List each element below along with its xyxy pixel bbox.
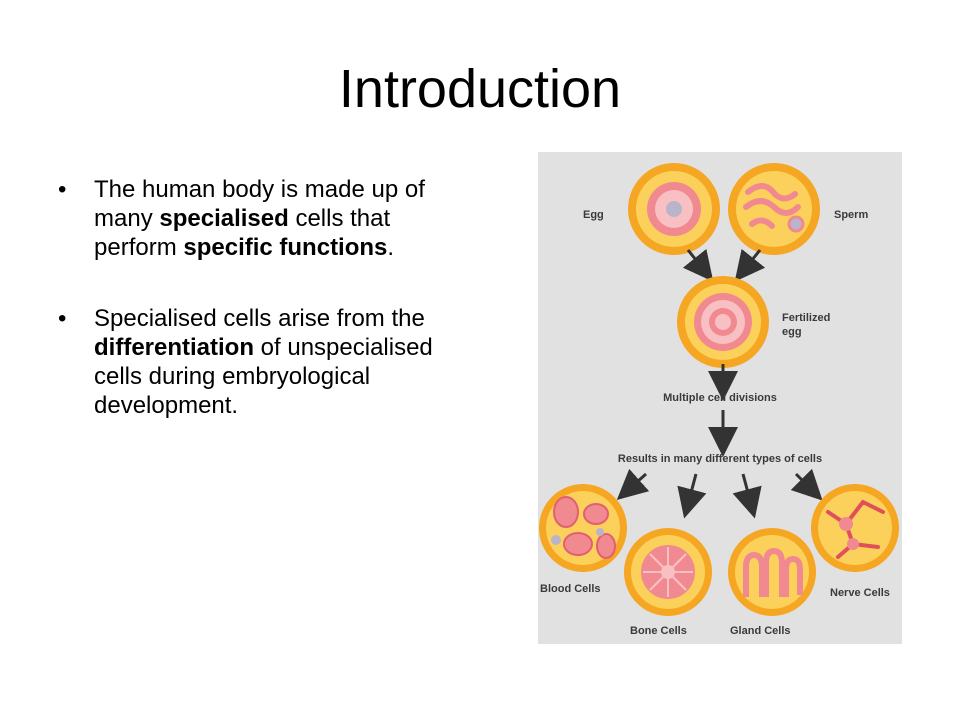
divisions-label: Multiple cell divisions	[663, 392, 777, 404]
bullet-text-bold: specialised	[159, 205, 289, 232]
blood-cells-label: Blood Cells	[540, 583, 601, 595]
gland-cells-icon	[728, 528, 816, 616]
bullet-text-segment: .	[387, 234, 395, 261]
arrow-icon	[682, 248, 714, 282]
bullet-text-segment: of unspecialised cells during embryologi…	[94, 334, 433, 419]
bullet-text-bold: differentiation	[94, 334, 254, 361]
bullet-text-segment: cells that perform	[94, 205, 391, 261]
bone-cells-label: Bone Cells	[630, 625, 687, 637]
bullet-list: • The human body is made up of many spec…	[56, 175, 456, 462]
arrow-icon	[732, 473, 762, 519]
bullet-text: Specialised cells arise from the differe…	[94, 305, 433, 419]
arrow-icon	[790, 468, 823, 501]
diagram-svg: Egg Sperm Fertilized egg Multiple cell d…	[539, 163, 899, 637]
bullet-item: • The human body is made up of many spec…	[56, 175, 456, 262]
bullet-text-segment: The human body is made up of many	[94, 176, 425, 232]
sperm-label: Sperm	[834, 209, 868, 221]
bullet-text-bold: specific functions	[183, 234, 388, 261]
arrow-icon	[734, 248, 766, 282]
arrow-icon	[677, 473, 707, 519]
slide-title: Introduction	[338, 59, 622, 119]
bullet-item: • Specialised cells arise from the diffe…	[56, 304, 456, 420]
fertilized-label-line2: egg	[782, 326, 802, 338]
nerve-cells-icon	[811, 484, 899, 572]
bullet-dot: •	[58, 305, 67, 332]
bullet-text: The human body is made up of many specia…	[94, 176, 425, 261]
results-label: Results in many different types of cells	[618, 453, 822, 465]
nerve-cells-label: Nerve Cells	[830, 587, 890, 599]
blood-cells-icon	[539, 484, 627, 572]
cell-differentiation-diagram: Egg Sperm Fertilized egg Multiple cell d…	[538, 152, 902, 644]
sperm-cell-icon	[728, 163, 820, 255]
fertilized-label-line1: Fertilized	[782, 312, 830, 324]
bullet-dot: •	[58, 176, 67, 203]
bone-cells-icon	[624, 528, 712, 616]
egg-cell-icon	[628, 163, 720, 255]
gland-cells-label: Gland Cells	[730, 625, 791, 637]
egg-label: Egg	[583, 209, 604, 221]
bullet-text-segment: Specialised cells arise from the	[94, 305, 425, 332]
arrow-icon	[616, 468, 650, 500]
fertilized-egg-icon	[677, 276, 769, 368]
